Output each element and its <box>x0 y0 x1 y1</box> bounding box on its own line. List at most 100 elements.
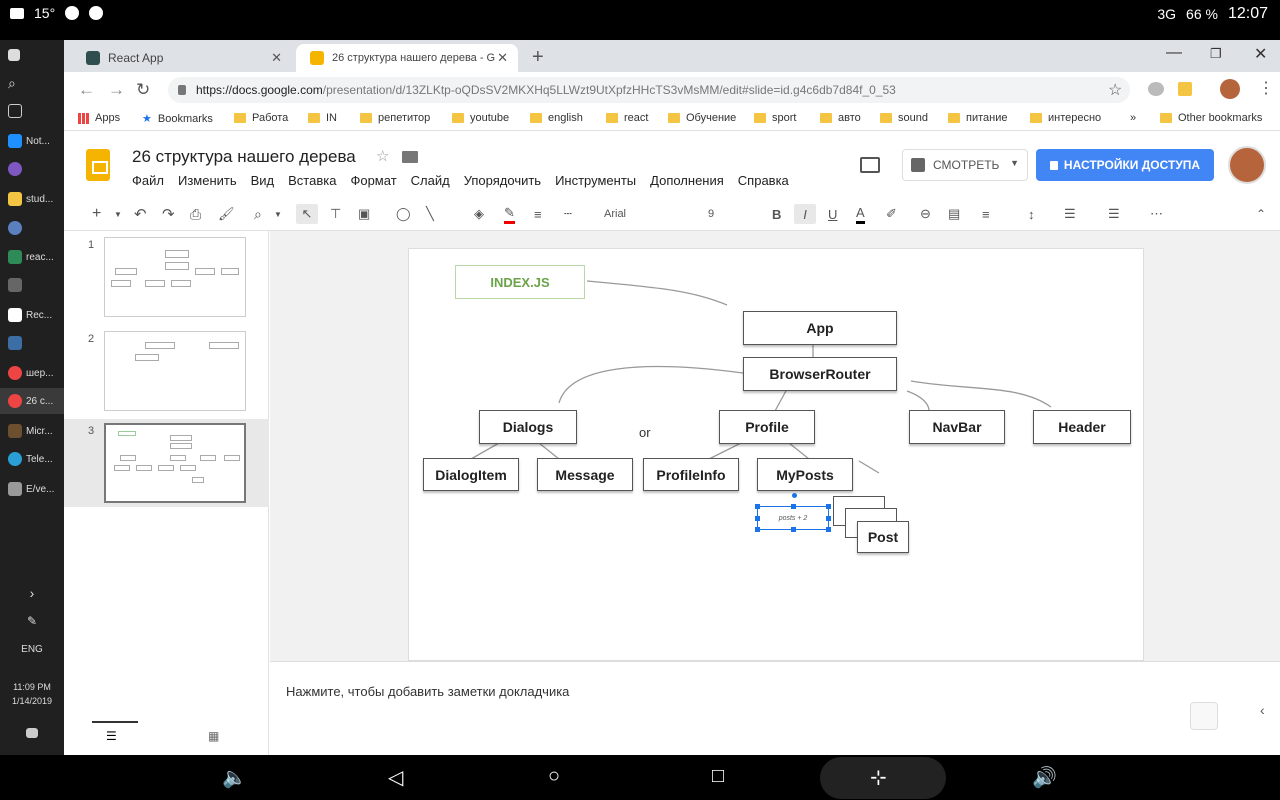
menu-view[interactable]: Вид <box>250 173 275 188</box>
fill-color-icon[interactable]: ◈ <box>474 206 484 221</box>
screenshot-button[interactable] <box>820 757 946 799</box>
taskbar-item[interactable]: reac... <box>0 244 64 270</box>
maximize-button[interactable]: ❐ <box>1210 46 1222 61</box>
slide-thumbnail[interactable]: 1 <box>64 233 269 321</box>
node-profile[interactable]: Profile <box>719 410 815 444</box>
task-view-icon[interactable] <box>0 98 64 124</box>
volume-down-icon[interactable]: 🔈 <box>222 767 247 789</box>
resize-handle[interactable] <box>755 516 760 521</box>
numbered-list-icon[interactable]: ☰ <box>1064 206 1076 221</box>
bulleted-list-icon[interactable]: ☰ <box>1108 206 1120 221</box>
resize-handle[interactable] <box>826 504 831 509</box>
extension-icon[interactable] <box>1178 82 1192 96</box>
chevron-down-icon[interactable]: ▼ <box>1010 158 1019 168</box>
bookmark-item[interactable]: sport <box>754 112 796 124</box>
border-color-icon[interactable]: ✎ <box>504 204 515 224</box>
minimize-button[interactable]: — <box>1166 44 1182 61</box>
menu-format[interactable]: Формат <box>350 173 397 188</box>
filmstrip-view-icon[interactable]: ☰ <box>106 729 117 743</box>
close-icon[interactable]: ✕ <box>497 50 508 65</box>
new-slide-button[interactable]: + <box>92 205 102 222</box>
text-box-icon[interactable]: ⊤ <box>330 206 342 221</box>
explore-button[interactable] <box>1190 702 1218 730</box>
image-icon[interactable]: ▣ <box>358 206 371 221</box>
node-message[interactable]: Message <box>537 458 633 491</box>
address-bar[interactable]: https://docs.google.com/presentation/d/1… <box>168 77 1130 103</box>
link-icon[interactable]: ⊖ <box>920 206 931 221</box>
share-button[interactable]: НАСТРОЙКИ ДОСТУПА <box>1036 149 1214 181</box>
window-close-button[interactable]: ✕ <box>1254 46 1268 63</box>
comment-add-icon[interactable]: ▤ <box>948 206 961 221</box>
node-navbar[interactable]: NavBar <box>909 410 1005 444</box>
redo-icon[interactable]: ↷ <box>162 206 175 223</box>
border-dash-icon[interactable]: ┄ <box>564 206 572 221</box>
menu-addons[interactable]: Дополнения <box>650 173 724 188</box>
document-title[interactable]: 26 структура нашего дерева <box>132 147 356 166</box>
undo-icon[interactable]: ↶ <box>134 206 147 223</box>
node-post[interactable]: Post <box>857 521 909 553</box>
italic-icon[interactable]: I <box>794 204 816 224</box>
bookmark-item[interactable]: IN <box>308 112 337 124</box>
back-icon[interactable]: ◁ <box>388 767 404 789</box>
collapse-toolbar-icon[interactable]: ⌃ <box>1256 207 1267 221</box>
menu-insert[interactable]: Вставка <box>288 173 337 188</box>
zoom-icon[interactable]: ⌕ <box>254 205 262 222</box>
taskbar-item[interactable]: Tele... <box>0 446 64 472</box>
taskbar-item-app[interactable] <box>0 272 64 298</box>
bookmark-item[interactable]: english <box>530 112 583 124</box>
node-dialogs[interactable]: Dialogs <box>479 410 577 444</box>
grid-view-icon[interactable]: ▦ <box>208 729 220 743</box>
taskbar-item-app[interactable] <box>0 215 64 241</box>
resize-handle[interactable] <box>791 504 796 509</box>
menu-tools[interactable]: Инструменты <box>555 173 637 188</box>
taskbar-item[interactable]: шер... <box>0 360 64 386</box>
resize-handle[interactable] <box>791 527 796 532</box>
font-size-select[interactable]: 9 <box>708 208 715 220</box>
pen-icon[interactable]: ✎ <box>26 614 38 628</box>
present-button[interactable]: СМОТРЕТЬ ▼ <box>902 149 1028 181</box>
close-icon[interactable]: ✕ <box>271 50 282 65</box>
star-icon[interactable]: ☆ <box>376 148 390 165</box>
bookmark-item[interactable]: sound <box>880 112 928 124</box>
paint-format-icon[interactable]: 🖌 <box>218 206 235 221</box>
selected-text-box[interactable]: posts + 2 <box>755 493 831 532</box>
taskbar-item[interactable]: 26 с... <box>0 388 64 414</box>
menu-file[interactable]: Файл <box>132 173 164 188</box>
taskbar-item[interactable]: E/ve... <box>0 476 64 502</box>
tab-slides[interactable]: 26 структура нашего дерева - G ✕ <box>296 44 518 72</box>
bookmark-item[interactable]: ★Bookmarks <box>142 112 213 126</box>
resize-handle[interactable] <box>755 504 760 509</box>
bookmark-item[interactable]: react <box>606 112 648 124</box>
node-profile-info[interactable]: ProfileInfo <box>643 458 739 491</box>
search-icon[interactable]: ⌕ <box>8 74 16 91</box>
extension-icon[interactable] <box>1148 82 1164 96</box>
recents-icon[interactable]: □ <box>712 765 725 787</box>
taskbar-item[interactable]: Micr... <box>0 418 64 444</box>
node-index-js[interactable]: INDEX.JS <box>455 265 585 299</box>
slide-thumbnail[interactable]: 2 <box>64 327 269 415</box>
back-button[interactable]: ← <box>78 80 95 99</box>
underline-icon[interactable]: U <box>828 206 838 222</box>
bookmark-item[interactable]: авто <box>820 112 861 124</box>
menu-arrange[interactable]: Упорядочить <box>463 173 542 188</box>
account-avatar[interactable] <box>1228 146 1266 184</box>
node-app[interactable]: App <box>743 311 897 345</box>
reload-button[interactable]: ↻ <box>136 80 151 99</box>
bookmark-item[interactable]: Обучение <box>668 112 736 124</box>
align-icon[interactable]: ≡ <box>982 206 990 222</box>
resize-handle[interactable] <box>826 527 831 532</box>
taskbar-item[interactable]: Not... <box>0 128 64 154</box>
start-button[interactable] <box>0 42 64 68</box>
menu-help[interactable]: Справка <box>737 173 789 188</box>
line-icon[interactable]: ╲ <box>426 206 434 221</box>
highlight-icon[interactable]: ✐ <box>886 206 897 221</box>
bookmark-item[interactable]: Работа <box>234 112 288 124</box>
notes-placeholder[interactable]: Нажмите, чтобы добавить заметки докладчи… <box>286 684 570 699</box>
bold-icon[interactable]: B <box>772 206 782 222</box>
bookmark-item[interactable]: репетитор <box>360 112 430 124</box>
bookmark-item[interactable]: питание <box>948 112 1007 124</box>
node-browser-router[interactable]: BrowserRouter <box>743 357 897 391</box>
bookmark-apps[interactable]: Apps <box>78 112 120 124</box>
shape-icon[interactable]: ◯ <box>396 206 411 221</box>
taskbar-item-viber[interactable] <box>0 156 64 182</box>
